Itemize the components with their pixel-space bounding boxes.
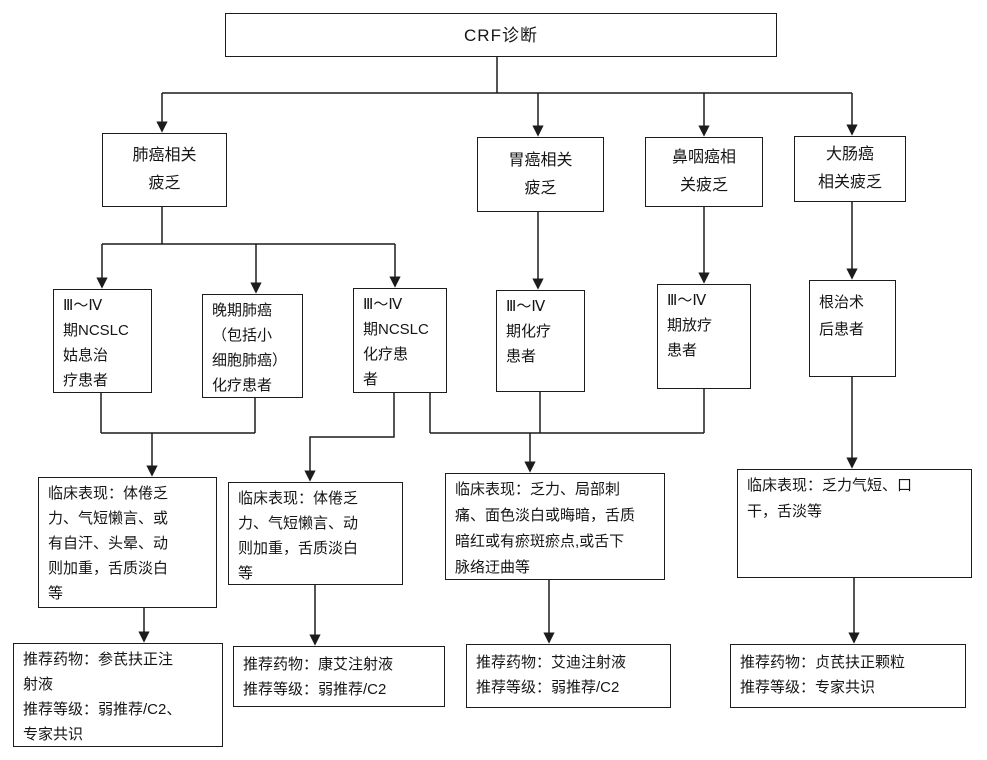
flow-node-stage34-chemo-patients: Ⅲ～Ⅳ 期化疗 患者 — [496, 290, 585, 392]
flow-node-nsclc-chemo-patients: Ⅲ～Ⅳ 期NCSLC 化疗患 者 — [353, 288, 447, 393]
flow-node-recommendation-aidi: 推荐药物：艾迪注射液 推荐等级：弱推荐/C2 — [466, 644, 671, 708]
flow-node-stomach-cancer-fatigue: 胃癌相关 疲乏 — [477, 137, 604, 212]
flow-node-nasopharyngeal-cancer-fatigue: 鼻咽癌相 关疲乏 — [645, 137, 763, 207]
flow-node-advanced-lung-chemo-patients: 晚期肺癌 （包括小 细胞肺癌） 化疗患者 — [202, 294, 303, 398]
flow-node-recommendation-zhenqifuzheng: 推荐药物：贞芪扶正颗粒 推荐等级：专家共识 — [730, 644, 966, 708]
flow-node-colorectal-cancer-fatigue: 大肠癌 相关疲乏 — [794, 136, 906, 202]
flow-node-recommendation-shenqifuzheng: 推荐药物：参芪扶正注 射液 推荐等级：弱推荐/C2、 专家共识 — [13, 643, 223, 747]
flow-node-lung-cancer-fatigue: 肺癌相关 疲乏 — [102, 133, 227, 207]
flow-node-clinical-manifestation-a: 临床表现：体倦乏 力、气短懒言、或 有自汗、头晕、动 则加重，舌质淡白 等 — [38, 477, 217, 608]
flow-node-clinical-manifestation-d: 临床表现：乏力气短、口 干，舌淡等 — [737, 469, 972, 578]
flow-node-nsclc-palliative-patients: Ⅲ～Ⅳ 期NCSLC 姑息治 疗患者 — [53, 289, 152, 393]
flow-node-recommendation-kangai: 推荐药物：康艾注射液 推荐等级：弱推荐/C2 — [233, 646, 445, 707]
flow-node-radical-surgery-patients: 根治术 后患者 — [809, 280, 896, 377]
flow-node-crf-diagnosis: CRF诊断 — [225, 13, 777, 57]
connector-arrow-clinical-b — [304, 393, 395, 482]
flow-node-clinical-manifestation-c: 临床表现：乏力、局部刺 痛、面色淡白或晦暗，舌质 暗红或有瘀斑瘀点,或舌下 脉络… — [445, 473, 665, 580]
flow-node-clinical-manifestation-b: 临床表现：体倦乏 力、气短懒言、动 则加重，舌质淡白 等 — [228, 482, 403, 585]
flow-node-stage34-radio-patients: Ⅲ～Ⅳ 期放疗 患者 — [657, 284, 751, 389]
